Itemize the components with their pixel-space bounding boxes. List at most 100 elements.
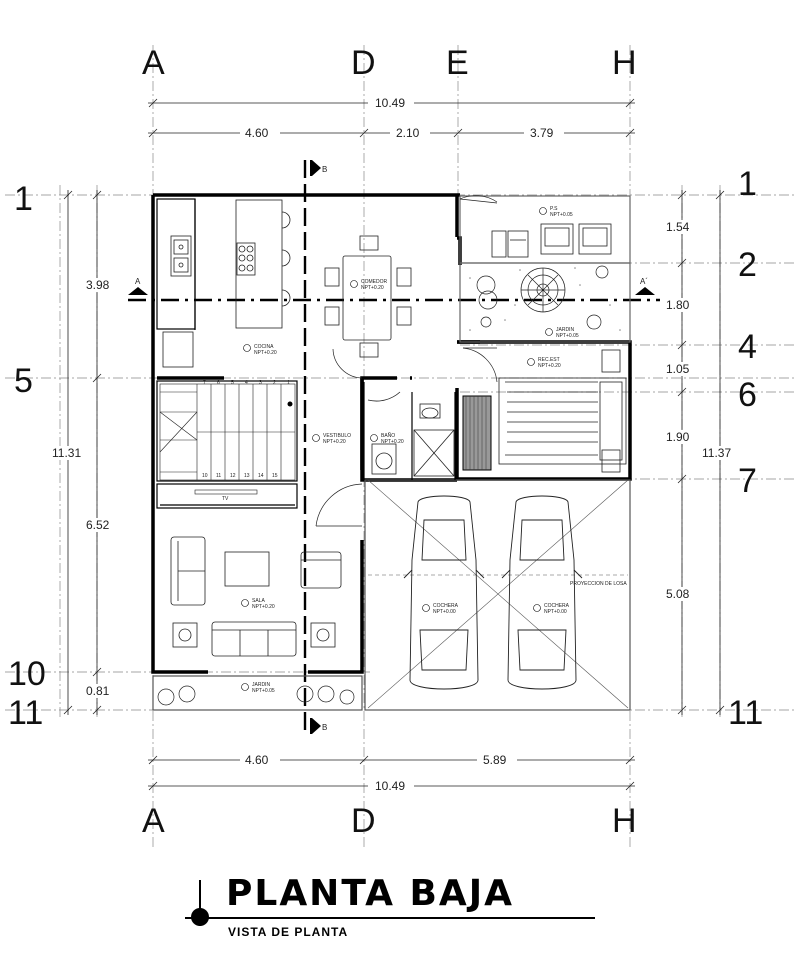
room-cochera-1-npt: NPT+0.00 (433, 609, 456, 615)
closet-hatch (462, 395, 492, 471)
stair-num-14: 14 (258, 473, 264, 479)
kitchen (162, 199, 291, 368)
stair-num-11: 11 (216, 473, 221, 479)
section-arrow-top (312, 160, 321, 176)
grid-lines (5, 45, 795, 850)
axis-num-7-right: 7 (738, 462, 757, 500)
stair-num-7: 7 (203, 380, 206, 386)
garden-plants (476, 265, 609, 330)
room-ps: P.S (550, 206, 558, 212)
stair-num-4: 4 (245, 380, 248, 386)
car-right (501, 495, 583, 690)
room-cocina-npt: NPT+0.20 (254, 350, 277, 356)
room-jardin-front-npt: NPT+0.05 (252, 688, 275, 694)
room-sala-npt: NPT+0.20 (252, 604, 275, 610)
room-recest: REC.EST (538, 357, 560, 363)
front-garden-plants (157, 685, 355, 706)
axis-num-11-left: 11 (8, 694, 43, 732)
door-vest-top (332, 348, 363, 379)
axis-num-2-right: 2 (738, 246, 757, 284)
room-vestibulo-npt: NPT+0.20 (323, 439, 346, 445)
stair-num-12: 12 (230, 473, 236, 479)
room-jardin: JARDIN (556, 327, 574, 333)
dim-top-d-e: 2.10 (396, 126, 420, 140)
room-recest-npt: NPT+0.20 (538, 363, 561, 369)
dim-left-10-11: 0.81 (86, 684, 110, 698)
stair-num-5: 5 (231, 380, 234, 386)
title-underline (185, 917, 595, 919)
section-label-top: B (322, 165, 327, 174)
room-jardin-npt: NPT+0.05 (556, 333, 579, 339)
room-cochera-2-npt: NPT+0.00 (544, 609, 567, 615)
axis-letter-a-bottom: A (142, 802, 165, 840)
stair-num-15: 15 (272, 473, 278, 479)
room-cochera-2: COCHERA (544, 603, 570, 609)
axis-letter-e-top: E (446, 44, 469, 82)
stair-num-2: 2 (273, 380, 276, 386)
axis-num-4-right: 4 (738, 328, 757, 366)
axis-num-5-left: 5 (14, 362, 33, 400)
room-comedor: COMEDOR (361, 279, 388, 285)
room-jardin-front: JARDIN (252, 682, 270, 688)
axis-letter-a-top: A (142, 44, 165, 82)
stair-num-13: 13 (244, 473, 250, 479)
room-cocina: COCINA (254, 344, 274, 350)
drawing-subtitle: VISTA DE PLANTA (228, 925, 349, 939)
room-bano: BAÑO (381, 432, 395, 439)
dim-right-7-11: 5.08 (666, 587, 690, 601)
axis-num-6-right: 6 (738, 376, 757, 414)
axis-letter-h-bottom: H (612, 802, 637, 840)
dim-left-5-10: 6.52 (86, 518, 110, 532)
axis-letter-d-bottom: D (351, 802, 376, 840)
garden-dots (469, 267, 621, 331)
section-arrow-left (128, 287, 148, 295)
patio-service (491, 223, 612, 258)
room-bano-npt: NPT+0.20 (381, 439, 404, 445)
dim-left-total: 11.31 (52, 446, 81, 460)
label-tv: TV (222, 496, 229, 502)
section-label-right: A´ (640, 277, 648, 286)
dim-right-2-4: 1.80 (666, 298, 690, 312)
axis-letter-d-top: D (351, 44, 376, 82)
dim-top-total: 10.49 (375, 96, 405, 110)
dim-right-4-6: 1.05 (666, 362, 690, 376)
room-sala: SALA (252, 598, 265, 604)
bathroom (367, 391, 455, 477)
stairs (159, 383, 296, 481)
dim-bottom-d-h: 5.89 (483, 753, 507, 767)
garage-lines (367, 479, 629, 709)
dim-right-6-7: 1.90 (666, 430, 690, 444)
axis-num-10-left: 10 (8, 655, 46, 693)
living-furniture (170, 536, 342, 657)
dim-bottom-total: 10.49 (375, 779, 405, 793)
dim-bottom-a-d: 4.60 (245, 753, 269, 767)
room-cochera-1: COCHERA (433, 603, 459, 609)
bedroom-door (462, 347, 498, 383)
dim-right-1-2: 1.54 (666, 220, 690, 234)
axis-letter-h-top: H (612, 44, 637, 82)
label-proyeccion: PROYECCION DE LOSA (570, 581, 627, 587)
door-entry (315, 483, 363, 527)
bedroom (498, 349, 627, 473)
section-label-left: A (135, 277, 141, 286)
dining-table (324, 235, 412, 358)
axis-num-1-left: 1 (14, 180, 33, 218)
axis-num-1-right: 1 (738, 165, 757, 203)
stair-num-3: 3 (259, 380, 262, 386)
room-comedor-npt: NPT+0.20 (361, 285, 384, 291)
stair-num-1: 1 (287, 380, 290, 386)
section-arrow-bottom (312, 718, 321, 734)
section-label-bottom: B (322, 723, 327, 732)
dim-left-1-5: 3.98 (86, 278, 110, 292)
dim-top-e-h: 3.79 (530, 126, 554, 140)
room-ps-npt: NPT+0.05 (550, 212, 573, 218)
stair-num-10: 10 (202, 473, 208, 479)
car-left (403, 495, 485, 690)
title-marker-line (199, 880, 201, 926)
section-arrow-right (635, 287, 655, 295)
axis-num-11-right: 11 (728, 694, 763, 732)
dim-right-total: 11.37 (702, 446, 731, 460)
drawing-title: PLANTA BAJA (226, 873, 515, 914)
room-vestibulo: VESTIBULO (323, 433, 351, 439)
stair-num-6: 6 (217, 380, 220, 386)
